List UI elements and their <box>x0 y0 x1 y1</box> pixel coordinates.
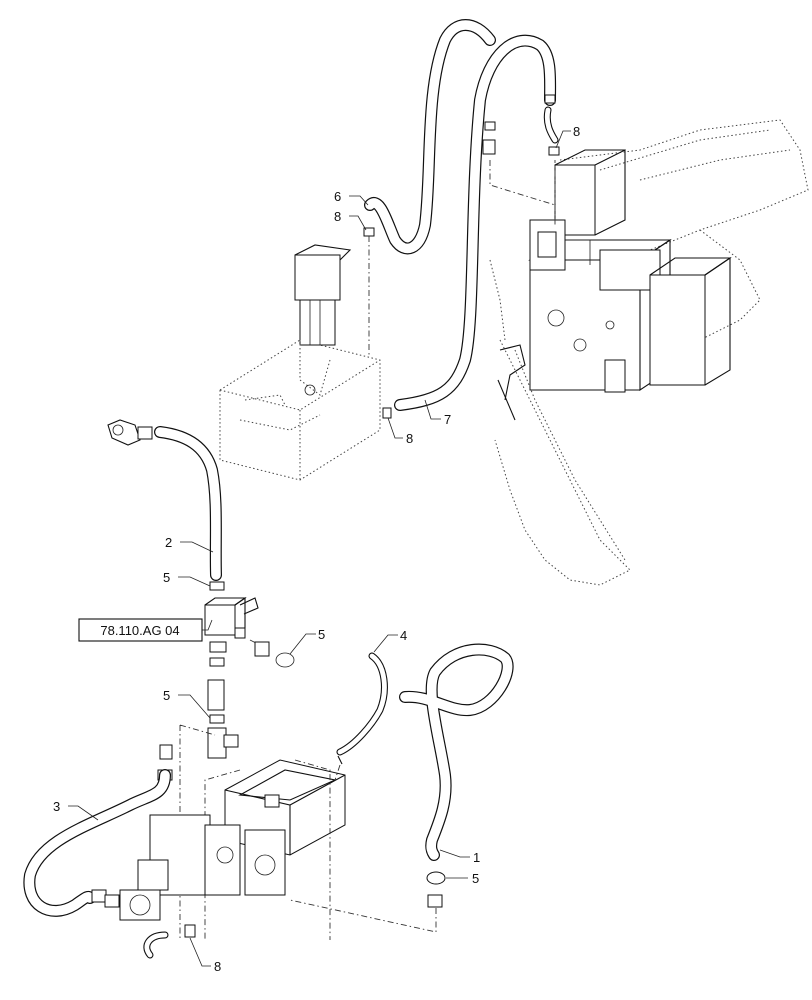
clamp-5-c <box>275 652 295 668</box>
three-way-valve <box>204 604 236 636</box>
hose-2 <box>107 419 222 581</box>
clamp-8-mid <box>382 407 392 419</box>
pump-head <box>294 254 341 301</box>
leader-lines <box>68 130 571 967</box>
machine-frame <box>489 119 809 586</box>
lower-valve-block <box>119 744 286 959</box>
callout-5[interactable]: 5 <box>163 688 170 703</box>
hose-6 <box>363 19 496 355</box>
reference-box-label: 78.110.AG 04 <box>100 623 179 638</box>
callout-5[interactable]: 5 <box>163 570 170 585</box>
reference-box[interactable]: 78.110.AG 04 <box>78 618 203 642</box>
clamp-5-a <box>209 581 225 591</box>
callout-4[interactable]: 4 <box>400 628 407 643</box>
clamp-5-b <box>209 657 225 667</box>
hose-3 <box>23 769 171 917</box>
callout-6[interactable]: 6 <box>334 189 341 204</box>
callouts: 6 8 8 7 8 2 5 5 5 4 3 1 5 8 <box>53 124 580 974</box>
callout-8[interactable]: 8 <box>406 431 413 446</box>
hose-4 <box>334 652 388 781</box>
callout-2[interactable]: 2 <box>165 535 172 550</box>
callout-8[interactable]: 8 <box>573 124 580 139</box>
hose-7 <box>382 34 560 419</box>
clamp-8-lower <box>184 924 196 938</box>
callout-8[interactable]: 8 <box>214 959 221 974</box>
callout-5[interactable]: 5 <box>318 627 325 642</box>
clamp-5-e <box>426 871 446 885</box>
callout-7[interactable]: 7 <box>444 412 451 427</box>
hose-1 <box>289 643 514 933</box>
callout-1[interactable]: 1 <box>473 850 480 865</box>
clamp-8-upper-right <box>548 146 560 156</box>
pump-unit <box>119 889 161 921</box>
upper-reservoir <box>219 244 381 481</box>
callout-8[interactable]: 8 <box>334 209 341 224</box>
callout-3[interactable]: 3 <box>53 799 60 814</box>
connector <box>604 359 626 393</box>
callout-5[interactable]: 5 <box>472 871 479 886</box>
clamp-5-d <box>209 714 225 724</box>
valve-assembly <box>204 581 295 759</box>
